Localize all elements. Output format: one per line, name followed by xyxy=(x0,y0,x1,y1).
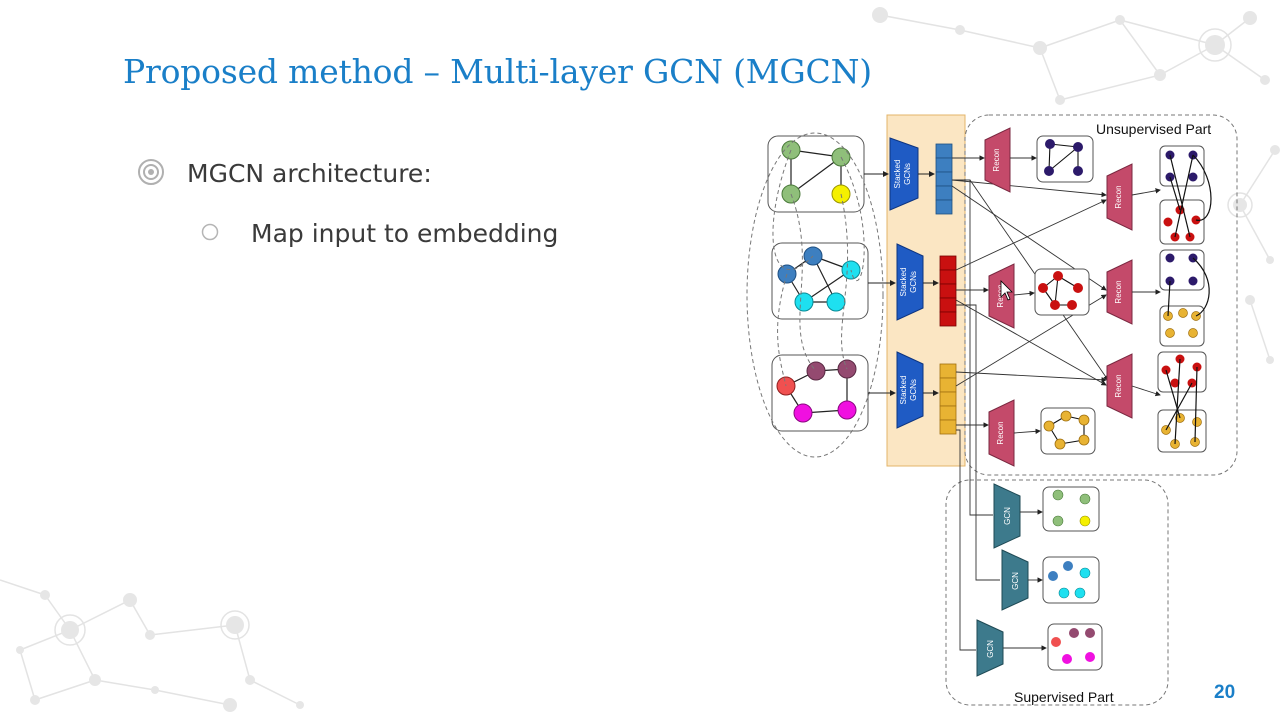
recon-output-blue xyxy=(1036,135,1094,183)
gcn-block-2: GCN xyxy=(1001,549,1029,611)
svg-text:GCN: GCN xyxy=(986,640,995,658)
svg-text:GCNs: GCNs xyxy=(909,271,918,293)
page-number: 20 xyxy=(1214,682,1236,703)
supervised-output-1 xyxy=(1042,486,1100,532)
stacked-gcn-block-2: Stacked GCNs xyxy=(896,243,924,321)
svg-text:Stacked: Stacked xyxy=(893,160,902,189)
bullet-text: MGCN architecture: xyxy=(187,159,432,188)
supervised-label: Supervised Part xyxy=(1014,689,1114,705)
bullet-level-2: Map input to embedding xyxy=(200,219,558,248)
stacked-gcn-block-3: Stacked GCNs xyxy=(896,351,924,429)
svg-text:Recon: Recon xyxy=(992,148,1001,171)
input-graph-layer-2 xyxy=(771,242,869,320)
mgcn-architecture-diagram: Unsupervised Part Supervised Part xyxy=(746,114,1238,706)
cross-output-red-yellow xyxy=(1157,351,1207,453)
svg-text:GCN: GCN xyxy=(1011,572,1020,590)
bullet-text: Map input to embedding xyxy=(251,219,559,248)
gcn-block-3: GCN xyxy=(976,619,1004,677)
supervised-output-3 xyxy=(1047,623,1103,671)
recon-block-6: Recon xyxy=(1106,353,1133,419)
stacked-gcn-block-1: Stacked GCNs xyxy=(889,137,919,211)
embedding-blue xyxy=(935,143,953,215)
cross-output-blue-red xyxy=(1159,145,1212,245)
recon-block-5: Recon xyxy=(1106,259,1133,325)
circle-bullet-icon xyxy=(201,223,219,241)
svg-text:GCN: GCN xyxy=(1003,507,1012,525)
svg-text:GCNs: GCNs xyxy=(909,379,918,401)
input-graph-layer-3 xyxy=(771,354,869,432)
target-bullet-icon xyxy=(138,159,164,185)
mouse-cursor-icon xyxy=(1000,280,1013,301)
embedding-red xyxy=(939,255,957,327)
input-graph-layer-1 xyxy=(767,135,865,213)
svg-text:Recon: Recon xyxy=(996,284,1005,307)
unsupervised-region xyxy=(964,114,1238,476)
svg-text:Recon: Recon xyxy=(996,421,1005,444)
svg-text:Recon: Recon xyxy=(1114,185,1123,208)
gcn-block-1: GCN xyxy=(993,483,1021,549)
embedding-yellow xyxy=(939,363,957,435)
svg-text:Recon: Recon xyxy=(1114,374,1123,397)
supervised-output-2 xyxy=(1042,556,1100,604)
recon-block-4: Recon xyxy=(1106,163,1133,231)
recon-output-yellow xyxy=(1040,407,1096,455)
svg-text:GCNs: GCNs xyxy=(903,163,912,185)
recon-block-1: Recon xyxy=(984,127,1011,193)
svg-text:Recon: Recon xyxy=(1114,280,1123,303)
slide-title: Proposed method – Multi-layer GCN (MGCN) xyxy=(123,52,872,91)
svg-text:Stacked: Stacked xyxy=(899,268,908,297)
recon-output-red xyxy=(1034,268,1090,316)
recon-block-3: Recon xyxy=(988,399,1015,467)
unsupervised-label: Unsupervised Part xyxy=(1096,121,1211,137)
cross-output-blue-yellow xyxy=(1159,249,1210,347)
svg-text:Stacked: Stacked xyxy=(899,376,908,405)
supervised-region xyxy=(945,479,1169,706)
bullet-level-1: MGCN architecture: xyxy=(137,158,432,188)
